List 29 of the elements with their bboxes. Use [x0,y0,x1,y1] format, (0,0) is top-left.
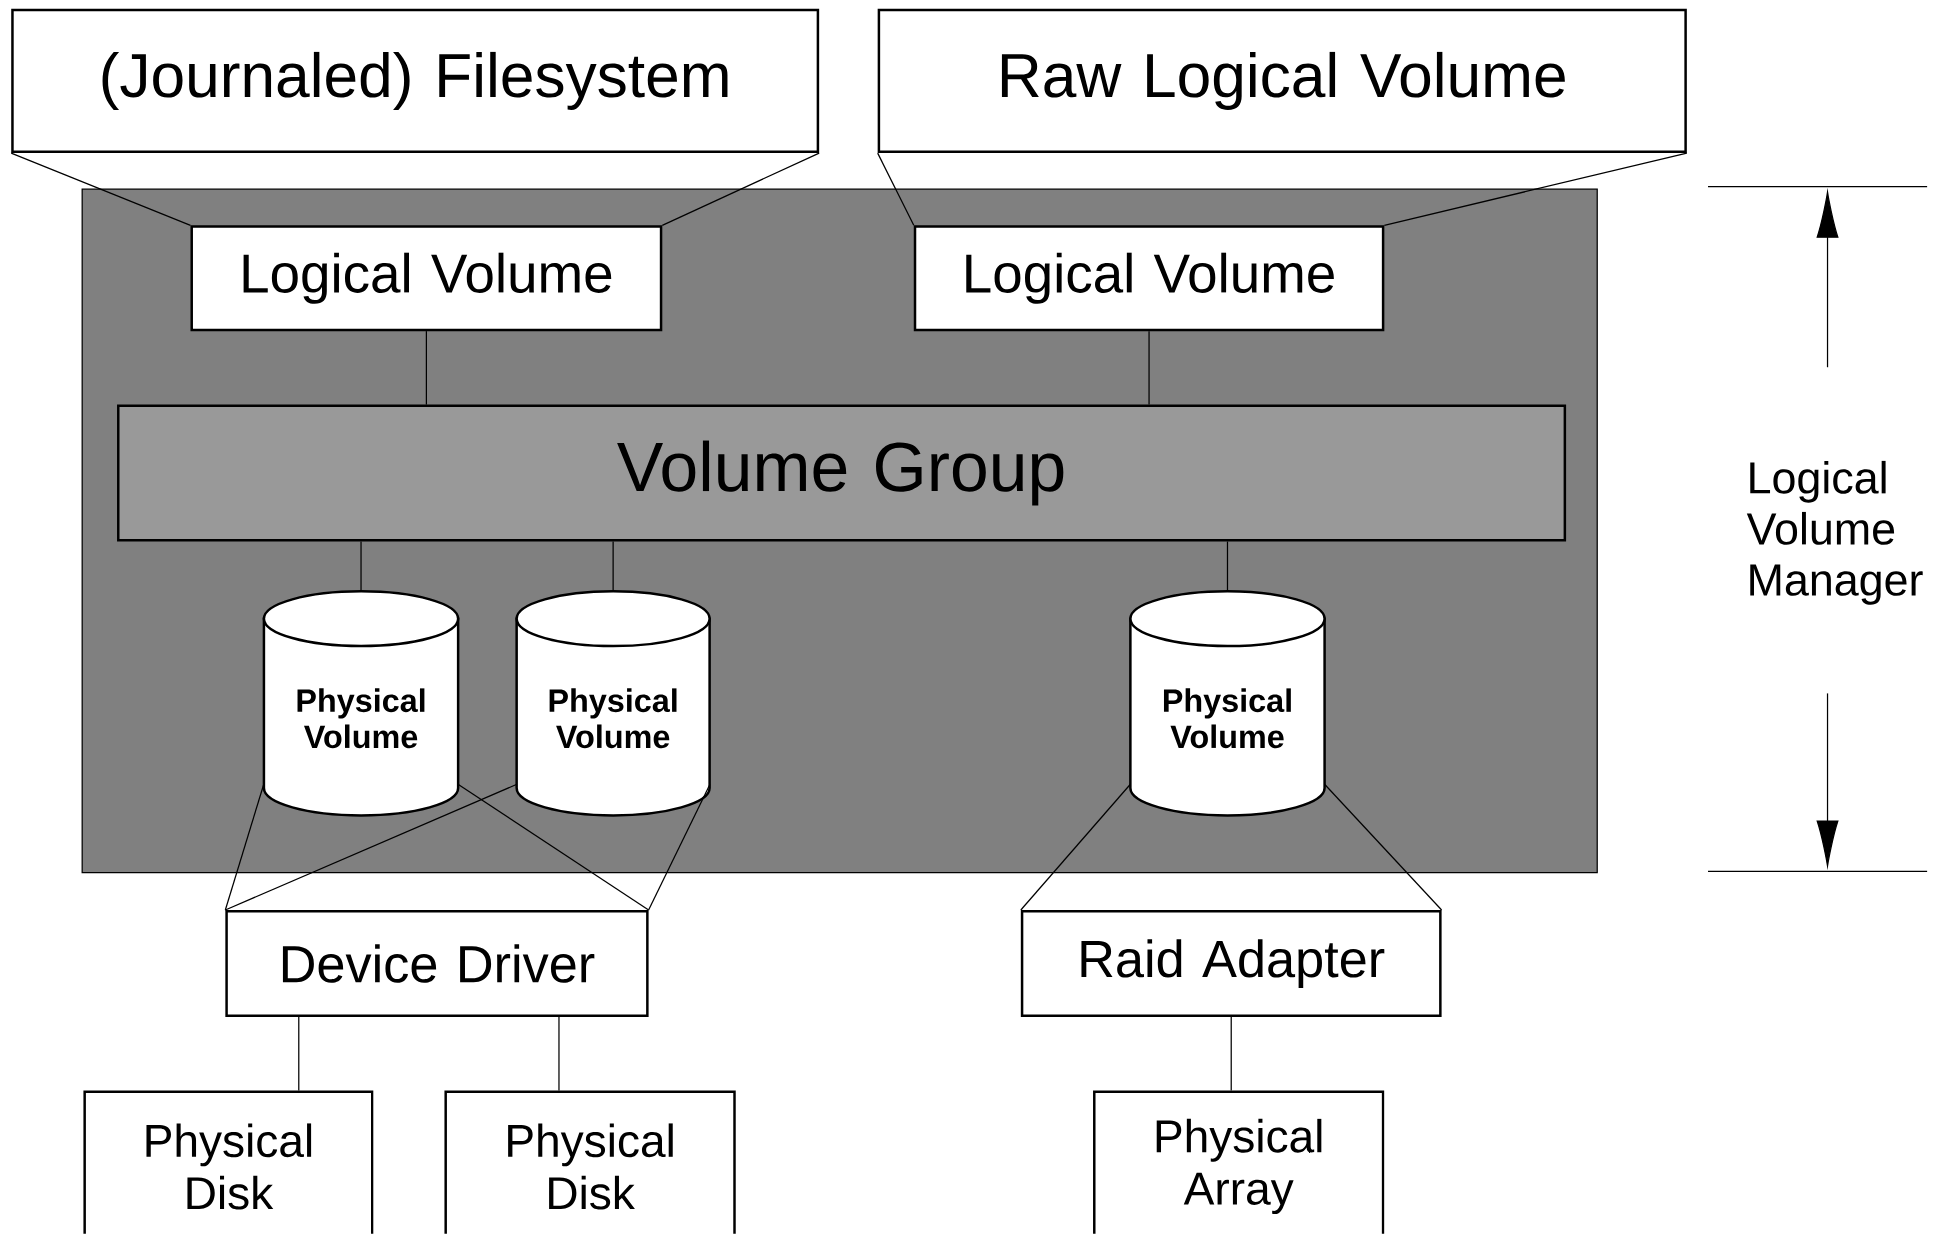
connector-line [558,1016,560,1092]
volume-cylinder: Physical Volume [1129,590,1326,817]
connector-line [1226,541,1229,592]
connector-line [360,541,362,592]
group-band: Volume Group [117,404,1567,542]
volume-box: Logical Volume [913,225,1385,332]
connector-line [1230,1016,1232,1092]
layer-box: Raw Logical Volume [877,8,1687,154]
connector-line [457,784,650,911]
connector-line [224,784,517,911]
connector-line [661,152,820,227]
connector-line [1020,784,1131,911]
volume-box: Logical Volume [190,225,663,332]
connector-line [648,784,711,911]
side-label: Logical Volume Manager [1746,461,1923,605]
connector-line [1383,152,1688,227]
volume-cylinder: Physical Volume [262,590,460,817]
volume-cylinder: Physical Volume [515,590,711,817]
layer-box: (Journaled) Filesystem [11,8,820,154]
driver-box: Device Driver [225,910,649,1018]
connector-line [425,330,427,406]
adapter-box: Raid Adapter [1020,910,1442,1018]
connector-line [10,152,192,227]
connector-line [877,152,915,227]
connector-line [224,784,265,911]
connector-line [612,541,614,592]
connector-line [298,1016,300,1092]
connector-line [1324,784,1443,911]
connector-line [1148,330,1150,406]
